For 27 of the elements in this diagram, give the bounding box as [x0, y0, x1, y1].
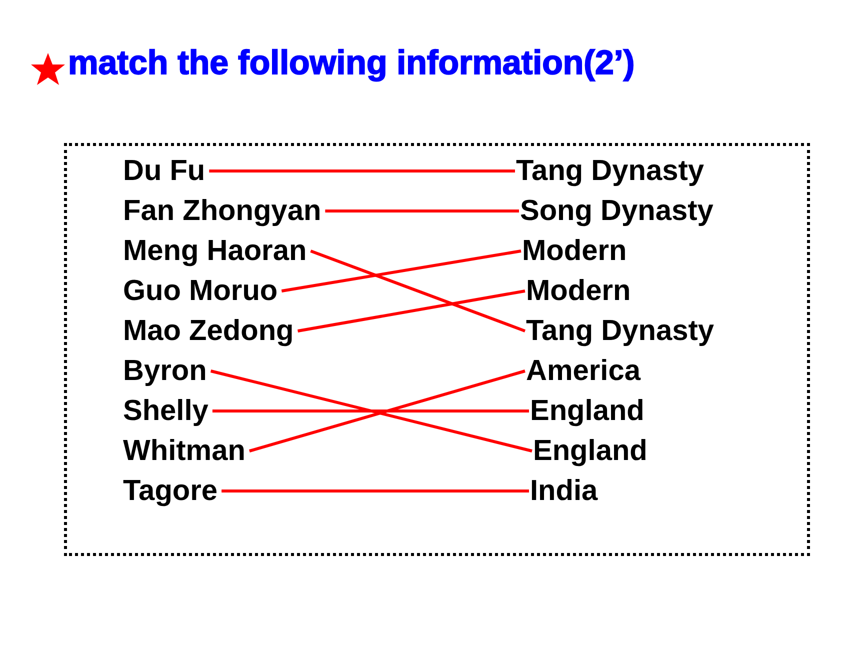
name-label: Whitman — [123, 435, 246, 467]
answer-label: Tang Dynasty — [516, 155, 704, 187]
answer-label: England — [533, 435, 648, 467]
name-label: Tagore — [123, 475, 218, 507]
title: match the following information(2’) — [68, 44, 635, 83]
matching-line — [222, 490, 529, 492]
matching-line — [212, 410, 529, 412]
answer-label: India — [530, 475, 598, 507]
answer-label: Modern — [526, 275, 631, 307]
name-label: Shelly — [123, 395, 208, 427]
name-label: Mao Zedong — [123, 315, 294, 347]
name-label: Du Fu — [123, 155, 206, 187]
matching-line — [298, 290, 526, 332]
matching-line — [325, 210, 519, 212]
answer-label: America — [526, 355, 640, 387]
answer-label: Modern — [522, 235, 627, 267]
name-label: Byron — [123, 355, 207, 387]
dotted-border-box — [64, 143, 810, 556]
name-label: Guo Moruo — [123, 275, 278, 307]
name-label: Meng Haoran — [123, 235, 307, 267]
answer-label: Song Dynasty — [520, 195, 714, 227]
name-label: Fan Zhongyan — [123, 195, 322, 227]
matching-line — [209, 170, 515, 172]
matching-line — [310, 250, 526, 332]
answer-label: England — [530, 395, 644, 427]
matching-line — [281, 250, 522, 292]
answer-label: Tang Dynasty — [526, 315, 714, 347]
